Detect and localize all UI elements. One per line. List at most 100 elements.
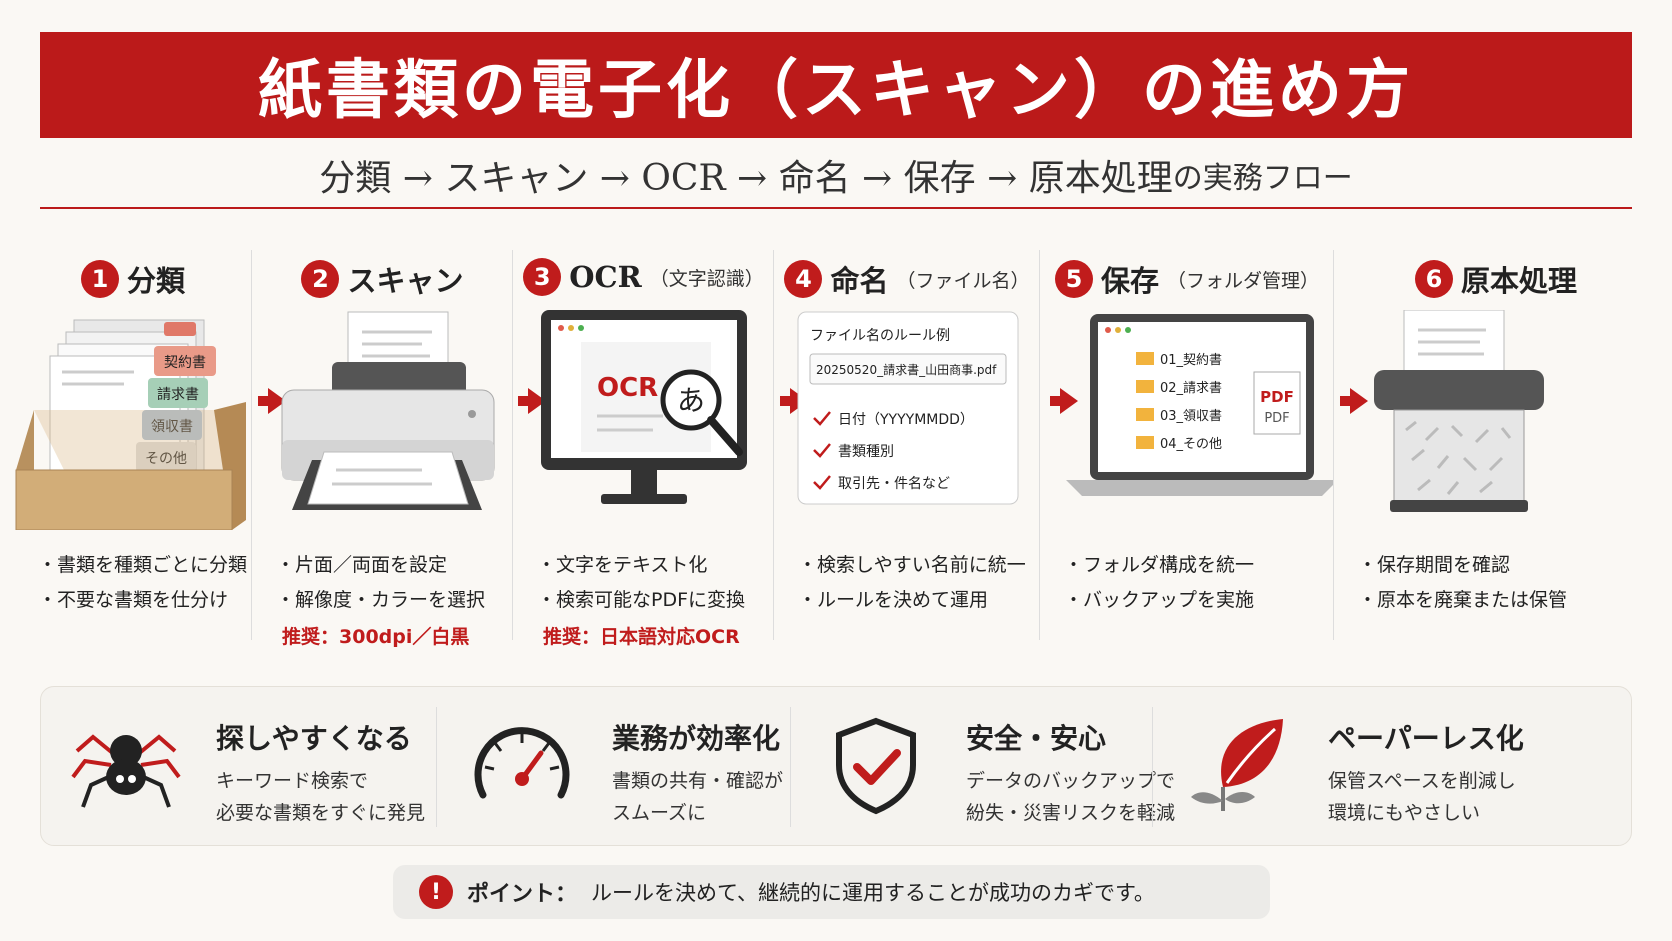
rule-check-1: 日付（YYYYMMDD） [838,412,974,428]
step-header: 1 分類 [14,258,252,300]
step-bullets: ・片面／両面を設定 ・解像度・カラーを選択 推奨：300dpi／白黒 [276,548,485,655]
step-header: 4 命名 （ファイル名） [774,258,1040,300]
check-icon [813,443,831,458]
subtitle-flow: 分類 → スキャン → OCR → 命名 → 保存 → 原本処理 [319,158,1173,199]
benefit-efficiency: 業務が効率化 書類の共有・確認が スムーズに [437,687,791,847]
subtitle: 分類 → スキャン → OCR → 命名 → 保存 → 原本処理 の実務フロー [40,145,1632,205]
page-title: 紙書類の電子化（スキャン）の進め方 [258,53,1414,128]
step-subtitle: （文字認識） [649,267,764,290]
benefit-title: 探しやすくなる [216,722,412,755]
step-storage: 5 保存 （フォルダ管理） 01_契約書 02_請求書 03_領収書 04_その… [1040,240,1334,650]
bullet: ・ルールを決めて運用 [798,589,989,611]
ocr-screen-label: OCR [597,373,658,403]
step-separator [251,250,252,640]
step-bullets: ・フォルダ構成を統一 ・バックアップを実施 [1064,548,1254,618]
spider-icon [71,734,181,808]
pdf-label-small: PDF [1264,411,1289,426]
benefit-description: 保管スペースを削減し 環境にもやさしい [1328,765,1516,829]
point-text: ルールを決めて、継続的に運用することが成功のカギです。 [591,881,1155,905]
step-title: 分類 [126,264,185,298]
benefit-separator [436,707,437,827]
filename-example: 20250520_請求書_山田商事.pdf [816,362,997,377]
step-bullets: ・文字をテキスト化 ・検索可能なPDFに変換 推奨：日本語対応OCR [537,548,745,655]
step-bullets: ・保存期間を確認 ・原本を廃棄または保管 [1358,548,1567,618]
gauge-icon [474,727,570,799]
folder-label: 04_その他 [1160,437,1222,452]
leaf-icon [1191,719,1283,811]
benefit-title: ペーパーレス化 [1328,722,1524,755]
benefit-desc-line: 必要な書類をすぐに発見 [216,802,426,824]
step-header: 3 OCR （文字認識） [513,258,774,296]
step-title: 保存 [1100,264,1159,298]
step-header: 6 原本処理 [1334,258,1658,300]
benefit-searchable: 探しやすくなる キーワード検索で 必要な書類をすぐに発見 [41,687,437,847]
folder-label: 01_契約書 [1160,353,1222,368]
benefit-desc-line: スムーズに [612,802,707,824]
rule-card-heading: ファイル名のルール例 [810,328,950,344]
bullet: ・文字をテキスト化 [537,554,708,576]
recommendation: 推奨：日本語対応OCR [543,626,740,648]
benefit-desc-line: 紛失・災害リスクを軽減 [966,802,1176,824]
step-original-disposal: 6 原本処理 ・保存期間を確認 ・原本を廃棄または保管 [1334,240,1658,650]
benefit-safety: 安全・安心 データのバックアップで 紛失・災害リスクを軽減 [791,687,1175,847]
step-title: 命名 [830,264,889,298]
step-separator [1333,250,1334,640]
benefit-desc-line: 環境にもやさしい [1328,802,1481,824]
step-title: 原本処理 [1460,264,1577,298]
bullet: ・検索可能なPDFに変換 [537,589,746,611]
benefit-desc-line: データのバックアップで [966,770,1176,792]
folder-label: 02_請求書 [1160,381,1222,396]
step-bullets: ・書類を種類ごとに分類 ・不要な書類を仕分け [38,548,247,618]
process-steps: 1 分類 契約書 請求書 領収書 その他 ・書類を種類ごとに分類 [14,240,1658,650]
tab-other-label: その他 [145,451,187,467]
step-number: 1 [80,260,119,298]
title-banner: 紙書類の電子化（スキャン）の進め方 [40,32,1632,138]
check-icon [813,411,831,426]
step-bullets: ・検索しやすい名前に統一 ・ルールを決めて運用 [798,548,1026,618]
naming-rule-card: ファイル名のルール例 20250520_請求書_山田商事.pdf 日付（YYYY… [797,311,1019,505]
tab-contract-label: 契約書 [164,355,206,371]
step-subtitle: （フォルダ管理） [1167,269,1320,292]
arrow-right-icon [1340,388,1368,414]
divider [40,207,1632,209]
step-header: 2 スキャン [252,258,513,300]
benefit-title: 安全・安心 [966,722,1107,755]
step-ocr: 3 OCR （文字認識） OCR あ ・文字をテキスト化 ・検索可能なPDFに変… [513,240,774,650]
step-title: スキャン [347,264,464,298]
step-separator [512,250,513,640]
scanner-icon [281,311,495,510]
step-number: 2 [301,260,340,298]
step-subtitle: （ファイル名） [896,269,1030,292]
benefit-separator [790,707,791,827]
shredder-icon [1374,310,1544,512]
benefit-title: 業務が効率化 [612,722,781,755]
bullet: ・片面／両面を設定 [276,554,448,576]
magnifier-char: あ [677,384,705,417]
step-separator [1039,250,1040,640]
benefit-desc-line: 保管スペースを削減し [1328,770,1516,792]
benefits-panel: 探しやすくなる キーワード検索で 必要な書類をすぐに発見 業務が効率化 書類の共… [40,686,1632,846]
step-naming: 4 命名 （ファイル名） ファイル名のルール例 20250520_請求書_山田商… [774,240,1040,650]
bullet: ・検索しやすい名前に統一 [798,554,1026,576]
tab-contract [154,346,216,376]
bullet: ・不要な書類を仕分け [38,589,229,611]
rule-check-2: 書類種別 [838,444,894,460]
step-scan: 2 スキャン ・片面／両面を設定 ・解像度・カラーを選択 推奨：300dpi／白… [252,240,513,650]
benefit-description: 書類の共有・確認が スムーズに [612,765,783,829]
monitor-ocr-icon: OCR あ [541,310,747,504]
step-number: 4 [784,260,823,298]
bullet: ・書類を種類ごとに分類 [38,554,248,576]
file-box-icon: 契約書 請求書 領収書 その他 [15,319,246,530]
benefit-description: データのバックアップで 紛失・災害リスクを軽減 [966,765,1175,829]
bullet: ・原本を廃棄または保管 [1358,589,1568,611]
step-separator [773,250,774,640]
recommendation: 推奨：300dpi／白黒 [282,626,470,648]
benefit-desc-line: キーワード検索で [216,770,369,792]
exclamation-icon: ! [419,875,453,909]
check-icon [813,475,831,490]
benefit-separator [1152,707,1153,827]
tab-receipt-label: 領収書 [151,418,193,435]
shield-check-icon [836,717,916,815]
step-number: 5 [1054,260,1093,298]
laptop-folders-icon: 01_契約書 02_請求書 03_領収書 04_その他 PDF PDF [1066,314,1334,496]
